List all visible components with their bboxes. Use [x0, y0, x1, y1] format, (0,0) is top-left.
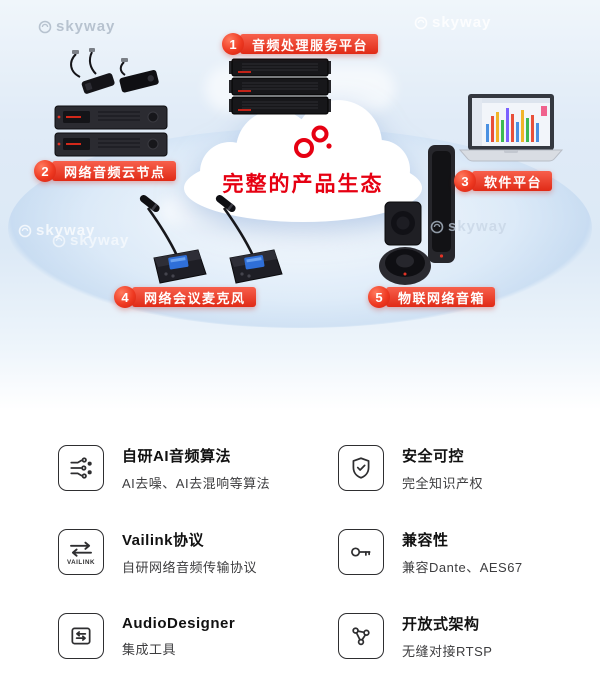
- label-network-speaker: 5 物联网络音箱: [368, 286, 496, 308]
- label-number: 1: [222, 33, 244, 55]
- label-conference-mic: 4 网络会议麦克风: [114, 286, 256, 308]
- feature-desc: 集成工具: [122, 641, 177, 657]
- label-number: 3: [454, 170, 476, 192]
- label-number: 2: [34, 160, 56, 182]
- feature-desc: 无缝对接RTSP: [402, 643, 493, 659]
- feature-title: AudioDesigner: [122, 614, 236, 632]
- key-icon: [338, 529, 384, 575]
- shield-icon: [338, 445, 384, 491]
- ai-circuit-icon: [58, 445, 104, 491]
- label-text: 软件平台: [472, 171, 553, 191]
- label-cloud-node: 2 网络音频云节点: [34, 160, 176, 182]
- hero-section: 完整的产品生态: [0, 0, 600, 410]
- cloud-node-racks: [54, 105, 168, 157]
- feature-desc: 完全知识产权: [402, 475, 484, 491]
- watermark-text: skyway: [56, 18, 116, 35]
- cloud-title: 完整的产品生态: [222, 173, 384, 196]
- feature-title: Vailink协议: [122, 531, 205, 549]
- label-text: 网络会议麦克风: [132, 287, 256, 307]
- ecosystem-cloud: 完整的产品生态: [172, 100, 434, 225]
- label-text: 网络音频云节点: [52, 161, 176, 181]
- label-software-platform: 3 软件平台: [454, 170, 553, 192]
- feature-vailink: VAILINK Vailink协议 自研网络音频传输协议: [58, 529, 338, 576]
- designer-tool-icon: [58, 613, 104, 659]
- cloud-node-adapters: [70, 48, 159, 94]
- ecosystem-icon: [294, 125, 332, 158]
- feature-audiodesigner: AudioDesigner 集成工具: [58, 613, 338, 659]
- feature-title: 自研AI音频算法: [122, 447, 232, 465]
- feature-desc: 自研网络音频传输协议: [122, 559, 258, 575]
- label-text: 物联网络音箱: [386, 287, 496, 307]
- feature-desc: AI去噪、AI去混响等算法: [122, 475, 271, 491]
- label-number: 5: [368, 286, 390, 308]
- features-section: 自研AI音频算法 AI去噪、AI去混响等算法 安全可控 完全知识产权: [0, 410, 600, 679]
- label-number: 4: [114, 286, 136, 308]
- feature-desc: 兼容Dante、AES67: [402, 559, 523, 575]
- feature-security: 安全可控 完全知识产权: [338, 445, 600, 492]
- feature-compatibility: 兼容性 兼容Dante、AES67: [338, 529, 600, 576]
- network-speakers: [379, 145, 455, 285]
- network-nodes-icon: [338, 613, 384, 659]
- label-text: 音频处理服务平台: [240, 34, 379, 54]
- skyway-watermark: skyway: [38, 18, 115, 35]
- skyway-logo-icon: [38, 20, 52, 33]
- cloud-shape: [184, 100, 422, 222]
- vailink-icon-text: VAILINK: [67, 559, 95, 566]
- label-audio-platform: 1 音频处理服务平台: [222, 33, 379, 55]
- feature-title: 兼容性: [402, 531, 449, 549]
- watermark-text: skyway: [432, 14, 492, 31]
- skyway-logo-icon: [414, 16, 428, 29]
- vailink-protocol-icon: VAILINK: [58, 529, 104, 575]
- software-laptop: [458, 94, 564, 162]
- feature-open-architecture: 开放式架构 无缝对接RTSP: [338, 613, 600, 660]
- feature-title: 开放式架构: [402, 615, 480, 633]
- feature-ai-audio: 自研AI音频算法 AI去噪、AI去混响等算法: [58, 445, 338, 492]
- skyway-watermark: skyway: [414, 14, 491, 31]
- conference-microphones: [139, 192, 284, 285]
- feature-title: 安全可控: [402, 447, 465, 465]
- audio-server-rack: [228, 58, 332, 115]
